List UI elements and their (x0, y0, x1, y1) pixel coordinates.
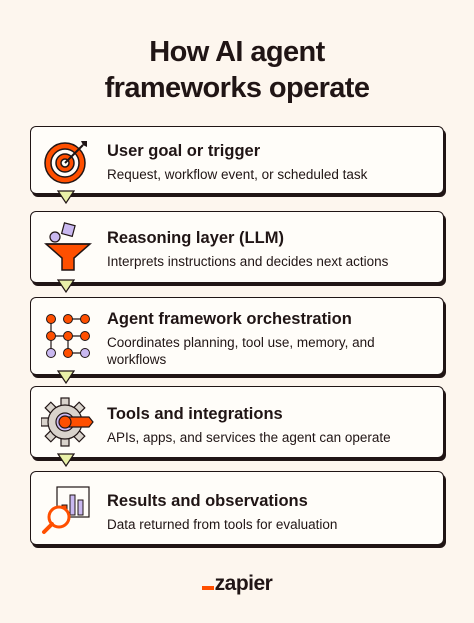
step-description: Request, workflow event, or scheduled ta… (107, 167, 368, 182)
gear-icon (40, 395, 95, 449)
step-card-orchestration: Agent framework orchestration Coordinate… (30, 297, 444, 375)
node-network-icon (41, 309, 95, 363)
title-line-1: How AI agent (149, 36, 325, 68)
step-heading: Results and observations (107, 492, 308, 510)
step-description: Coordinates planning, tool use, memory, … (107, 335, 375, 367)
chart-magnifier-icon (41, 481, 95, 535)
connector-arrow (57, 279, 75, 293)
step-card-user-goal: User goal or trigger Request, workflow e… (30, 126, 444, 194)
logo-text: zapier (214, 572, 273, 595)
connector-arrow (57, 190, 75, 204)
step-description: APIs, apps, and services the agent can o… (107, 430, 391, 445)
step-card-reasoning: Reasoning layer (LLM) Interprets instruc… (30, 211, 444, 283)
step-heading: User goal or trigger (107, 142, 261, 160)
logo-underscore (201, 586, 214, 590)
step-heading: Reasoning layer (LLM) (107, 229, 284, 247)
funnel-icon (41, 220, 95, 274)
zapier-logo: zapier (0, 572, 474, 596)
connector-arrow (57, 370, 75, 384)
step-heading: Tools and integrations (107, 405, 283, 423)
page-title: How AI agent frameworks operate (0, 34, 474, 106)
title-line-2: frameworks operate (104, 72, 370, 104)
step-description: Data returned from tools for evaluation (107, 517, 338, 532)
connector-arrow (57, 453, 75, 467)
step-heading: Agent framework orchestration (107, 310, 352, 328)
target-icon (41, 133, 95, 187)
step-description: Interprets instructions and decides next… (107, 254, 389, 269)
step-card-results: Results and observations Data returned f… (30, 471, 444, 545)
step-card-tools: Tools and integrations APIs, apps, and s… (30, 386, 444, 458)
